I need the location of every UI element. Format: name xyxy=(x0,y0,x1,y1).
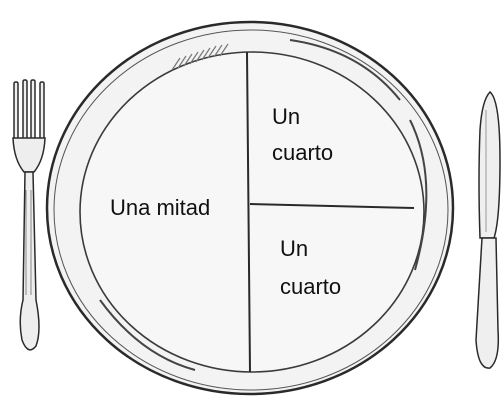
plate-dividers xyxy=(246,51,415,373)
label-quarter-bottom-line1: Un xyxy=(280,236,309,261)
label-quarter-bottom-line2: cuarto xyxy=(280,274,342,299)
label-quarter-top-line1: Un xyxy=(272,104,301,129)
fork-icon xyxy=(12,79,46,351)
label-quarter-top-line2: cuarto xyxy=(272,140,334,165)
plate xyxy=(45,20,455,396)
knife-icon xyxy=(475,90,501,369)
label-half: Una mitad xyxy=(110,195,211,220)
